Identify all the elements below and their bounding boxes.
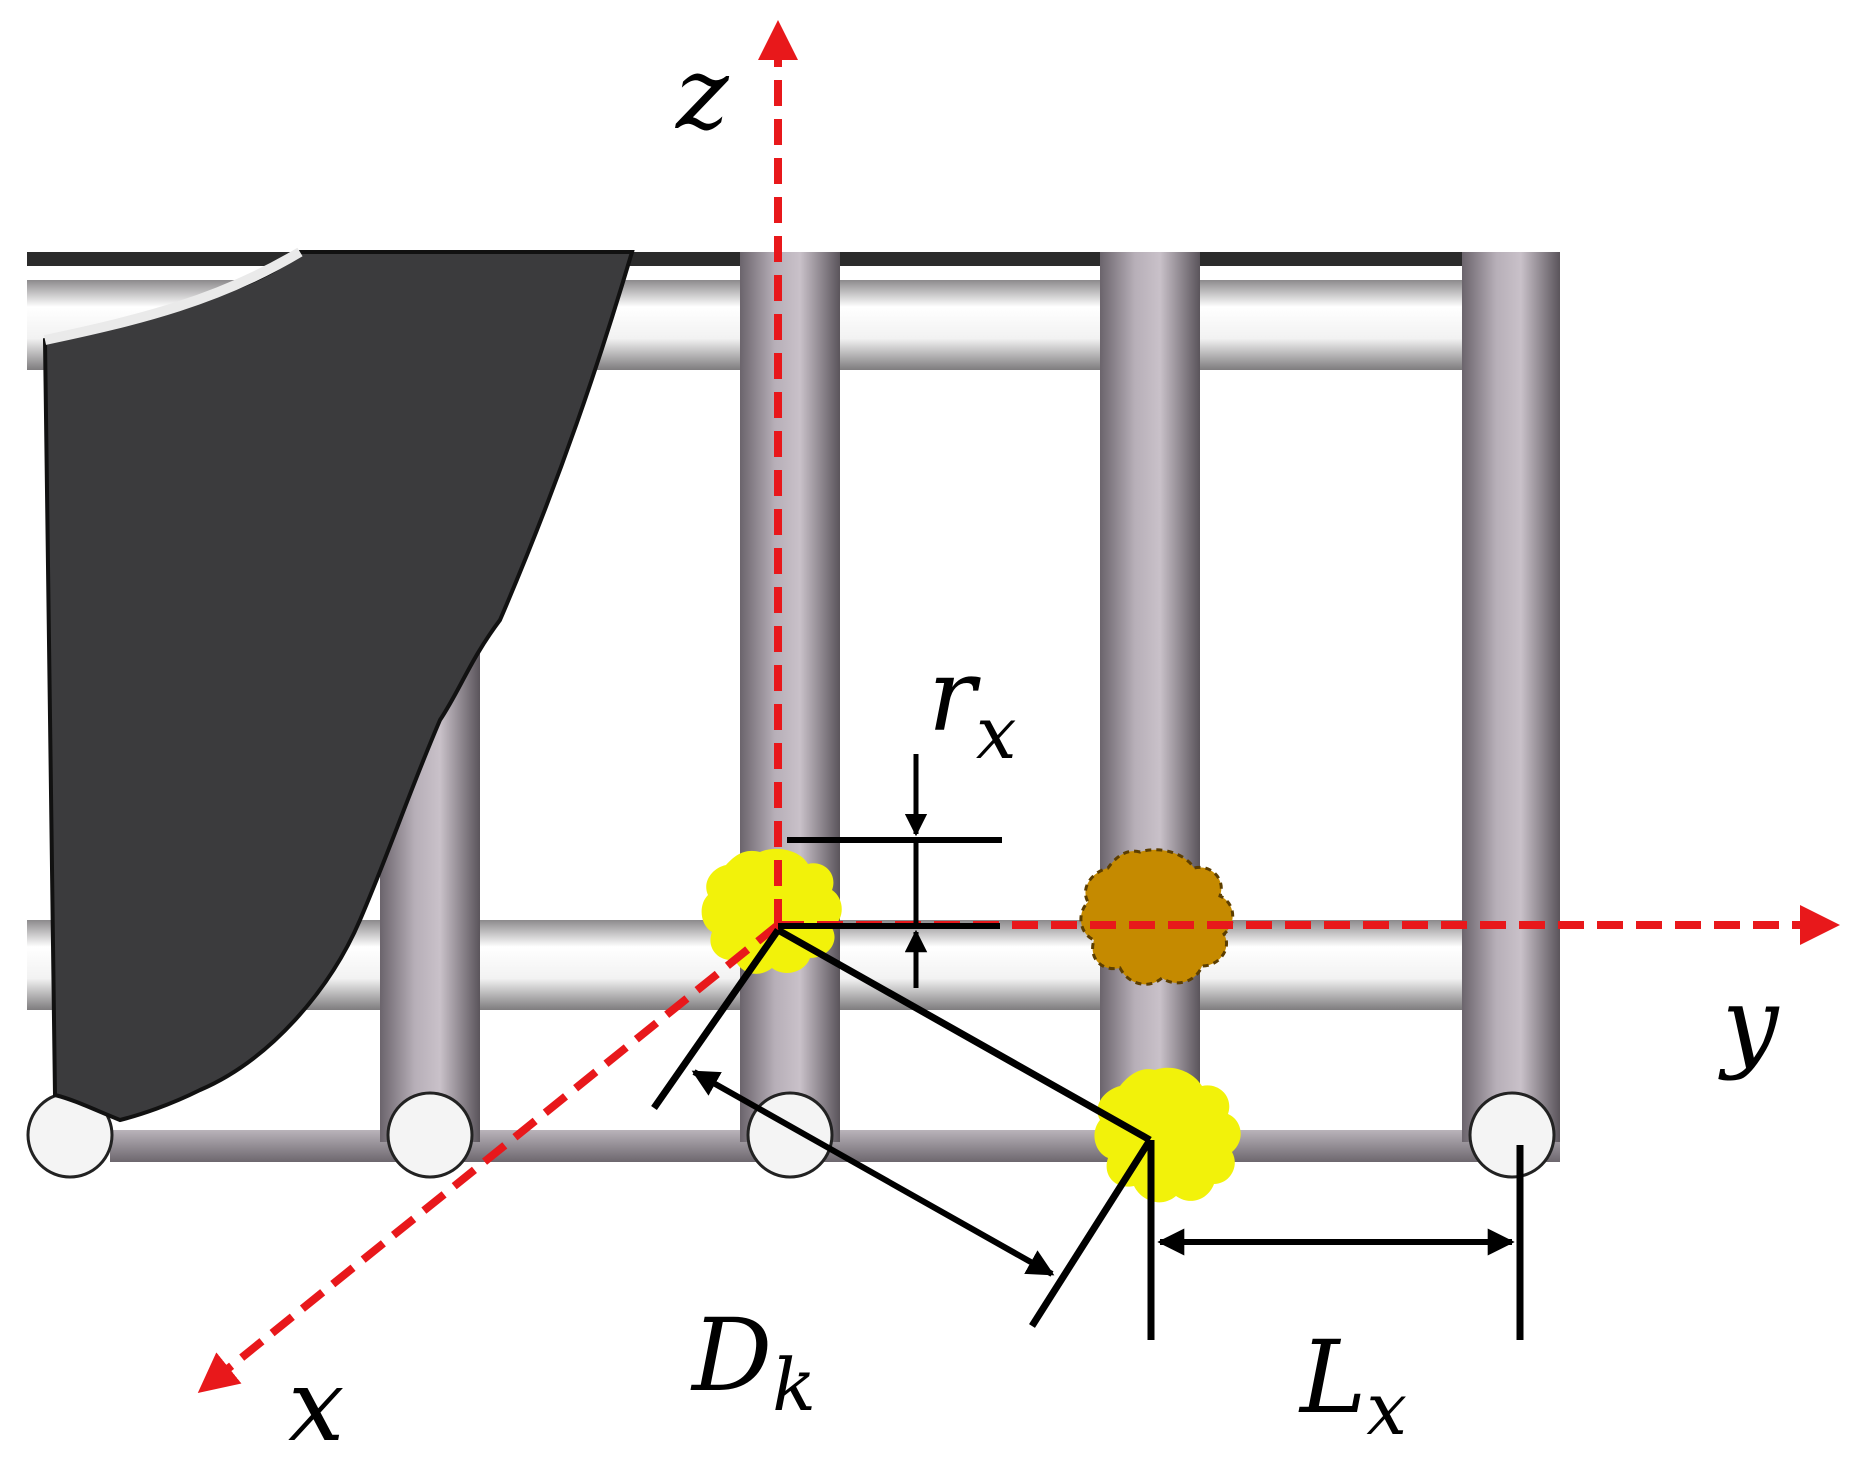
bar-end-circle [746,1091,834,1179]
dk-label: Dk [690,1297,816,1427]
rx-label: rx [928,637,1016,775]
dk-extension-2 [1029,1138,1153,1328]
dark-panel-edge [43,247,303,345]
y-axis-label: y [1718,965,1780,1082]
rx-label-main: r [928,637,981,754]
dk-arrow [691,1069,1055,1277]
dk-label-sub: k [772,1343,816,1427]
dk-extension-1 [651,927,781,1111]
lx-label-sub: x [1366,1367,1407,1451]
brown-blob [1079,848,1235,986]
lx-label: Lx [1298,1319,1407,1451]
dk-connector [776,926,1152,1144]
lattice-structure [26,247,1560,1179]
bar-end-circle [1468,1091,1556,1179]
dk-label-main: D [690,1297,772,1414]
vertical-bar-2 [740,252,840,1142]
lx-label-main: L [1298,1319,1366,1436]
rx-label-sub: x [976,691,1017,775]
dimension-annotations [651,754,1524,1340]
z-axis-label: z [675,35,730,152]
labels: z y x rx Dk Lx [288,35,1780,1464]
x-axis-label: x [288,1347,344,1464]
vertical-bar-3 [1100,252,1200,1142]
bar-end-circle [386,1091,474,1179]
vertical-bar-4 [1462,252,1560,1142]
x-axis [197,921,781,1394]
